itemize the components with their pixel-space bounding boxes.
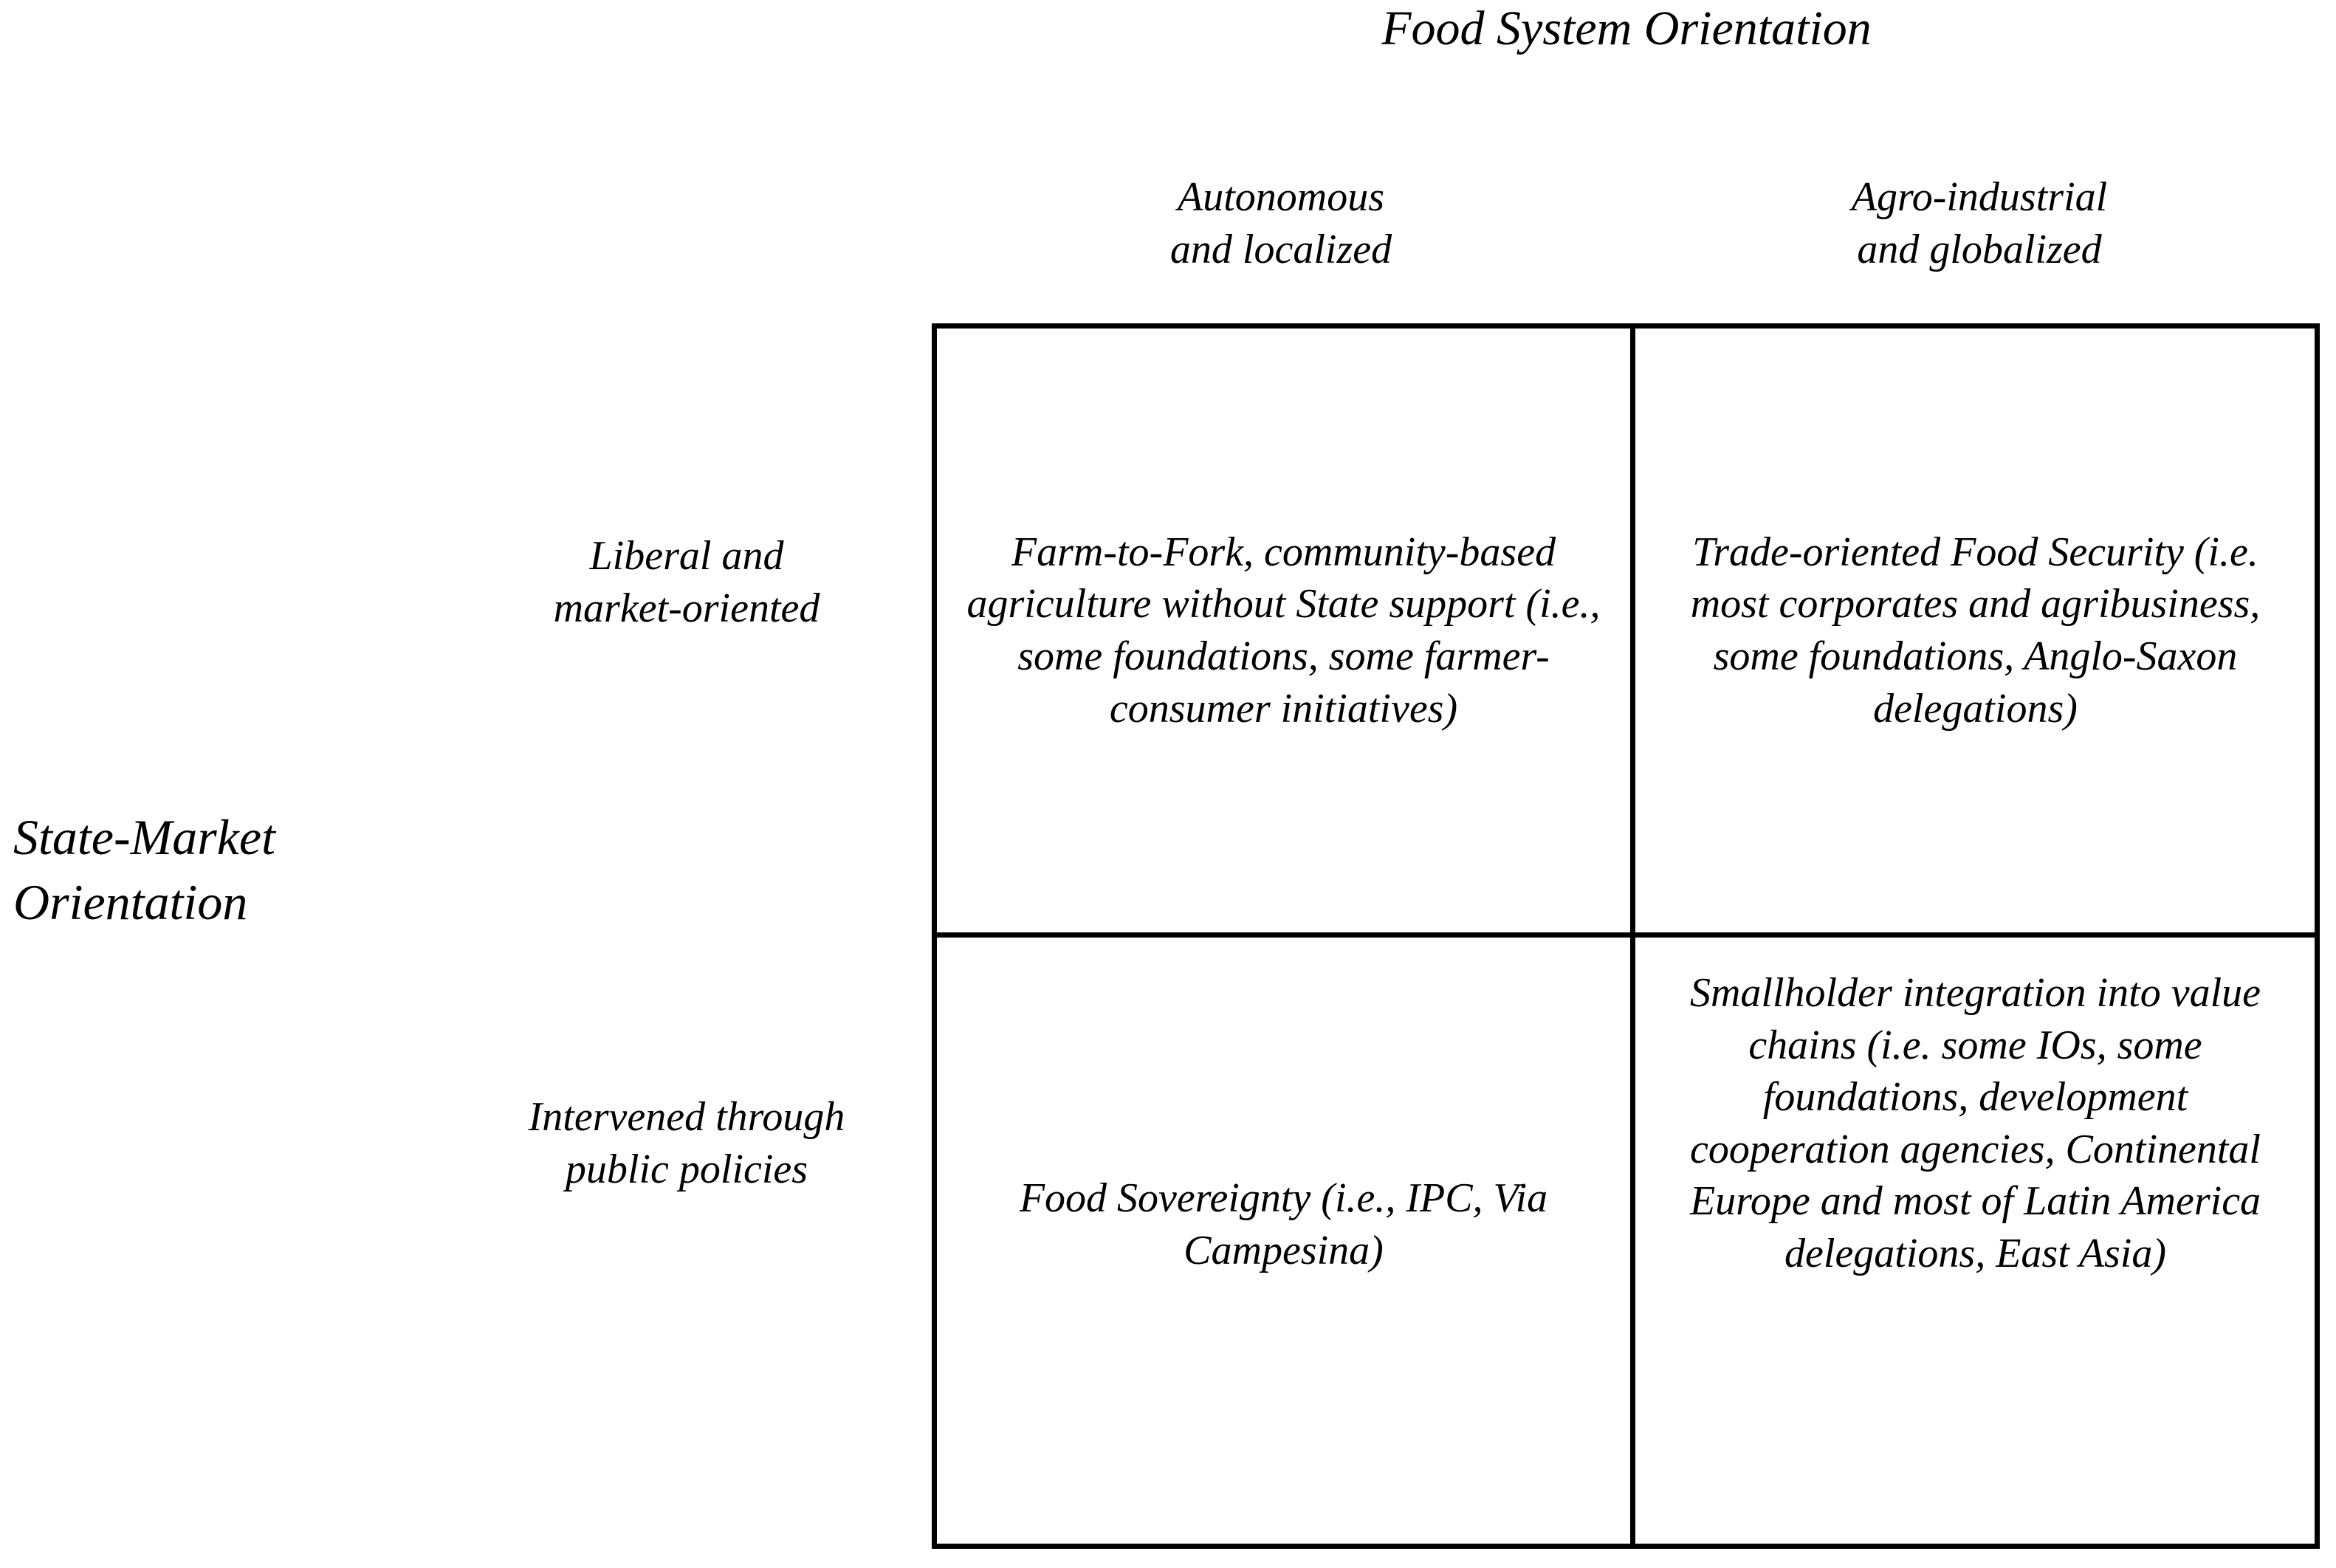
matrix-grid: Farm-to-Fork, community-based agricultur… xyxy=(932,323,2320,1549)
grid-divider-horizontal xyxy=(937,932,2315,938)
page-title: Food System Orientation xyxy=(1381,1,1872,55)
quadrant-top-left: Farm-to-Fork, community-based agricultur… xyxy=(937,329,1630,932)
quadrant-top-left-text: Farm-to-Fork, community-based agricultur… xyxy=(966,529,1601,732)
quadrant-bottom-right-text: Smallholder integration into value chain… xyxy=(1689,970,2261,1276)
quadrant-bottom-left-text: Food Sovereignty (i.e., IPC, Via Campesi… xyxy=(1019,1175,1548,1273)
quadrant-top-right-text: Trade-oriented Food Security (i.e. most … xyxy=(1690,529,2261,732)
quadrant-bottom-right: Smallholder integration into value chain… xyxy=(1635,938,2315,1544)
quadrant-top-right: Trade-oriented Food Security (i.e. most … xyxy=(1635,329,2315,932)
quadrant-bottom-left: Food Sovereignty (i.e., IPC, Via Campesi… xyxy=(937,938,1630,1544)
